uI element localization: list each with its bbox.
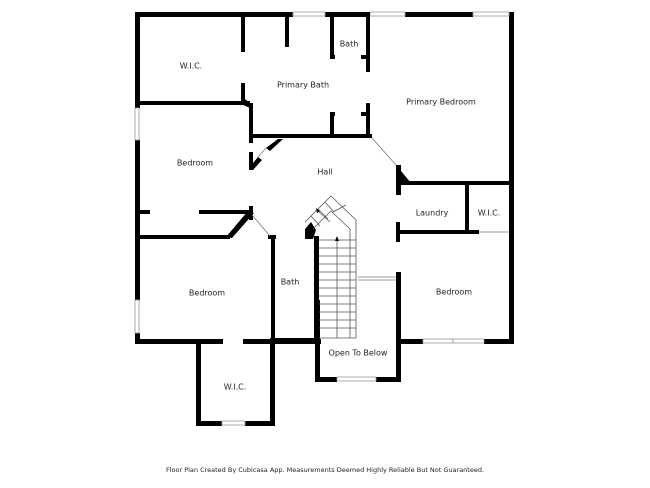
windows [134,11,510,426]
room-label-wic-bottom: W.I.C. [223,382,247,392]
room-label-primary-bedroom: Primary Bedroom [406,97,476,107]
room-label-bedroom-lower-left: Bedroom [188,288,226,298]
room-label-bath-top: Bath [339,39,359,49]
door-swings [251,137,509,281]
room-label-bath-middle: Bath [280,277,300,287]
staircase [304,195,357,339]
footer-disclaimer: Floor Plan Created By Cubicasa App. Meas… [165,466,485,474]
room-label-primary-bath: Primary Bath [276,80,330,90]
exterior-walls [135,12,514,426]
room-label-wic-right: W.I.C. [477,208,501,218]
room-label-wic-top-left: W.I.C. [179,61,203,71]
room-label-open-to-below: Open To Below [328,348,388,358]
room-label-bedroom-upper-left: Bedroom [176,158,214,168]
room-label-laundry: Laundry [415,208,449,218]
room-label-bedroom-lower-right: Bedroom [435,287,473,297]
interior-walls [138,12,514,343]
room-label-hall: Hall [317,167,333,177]
